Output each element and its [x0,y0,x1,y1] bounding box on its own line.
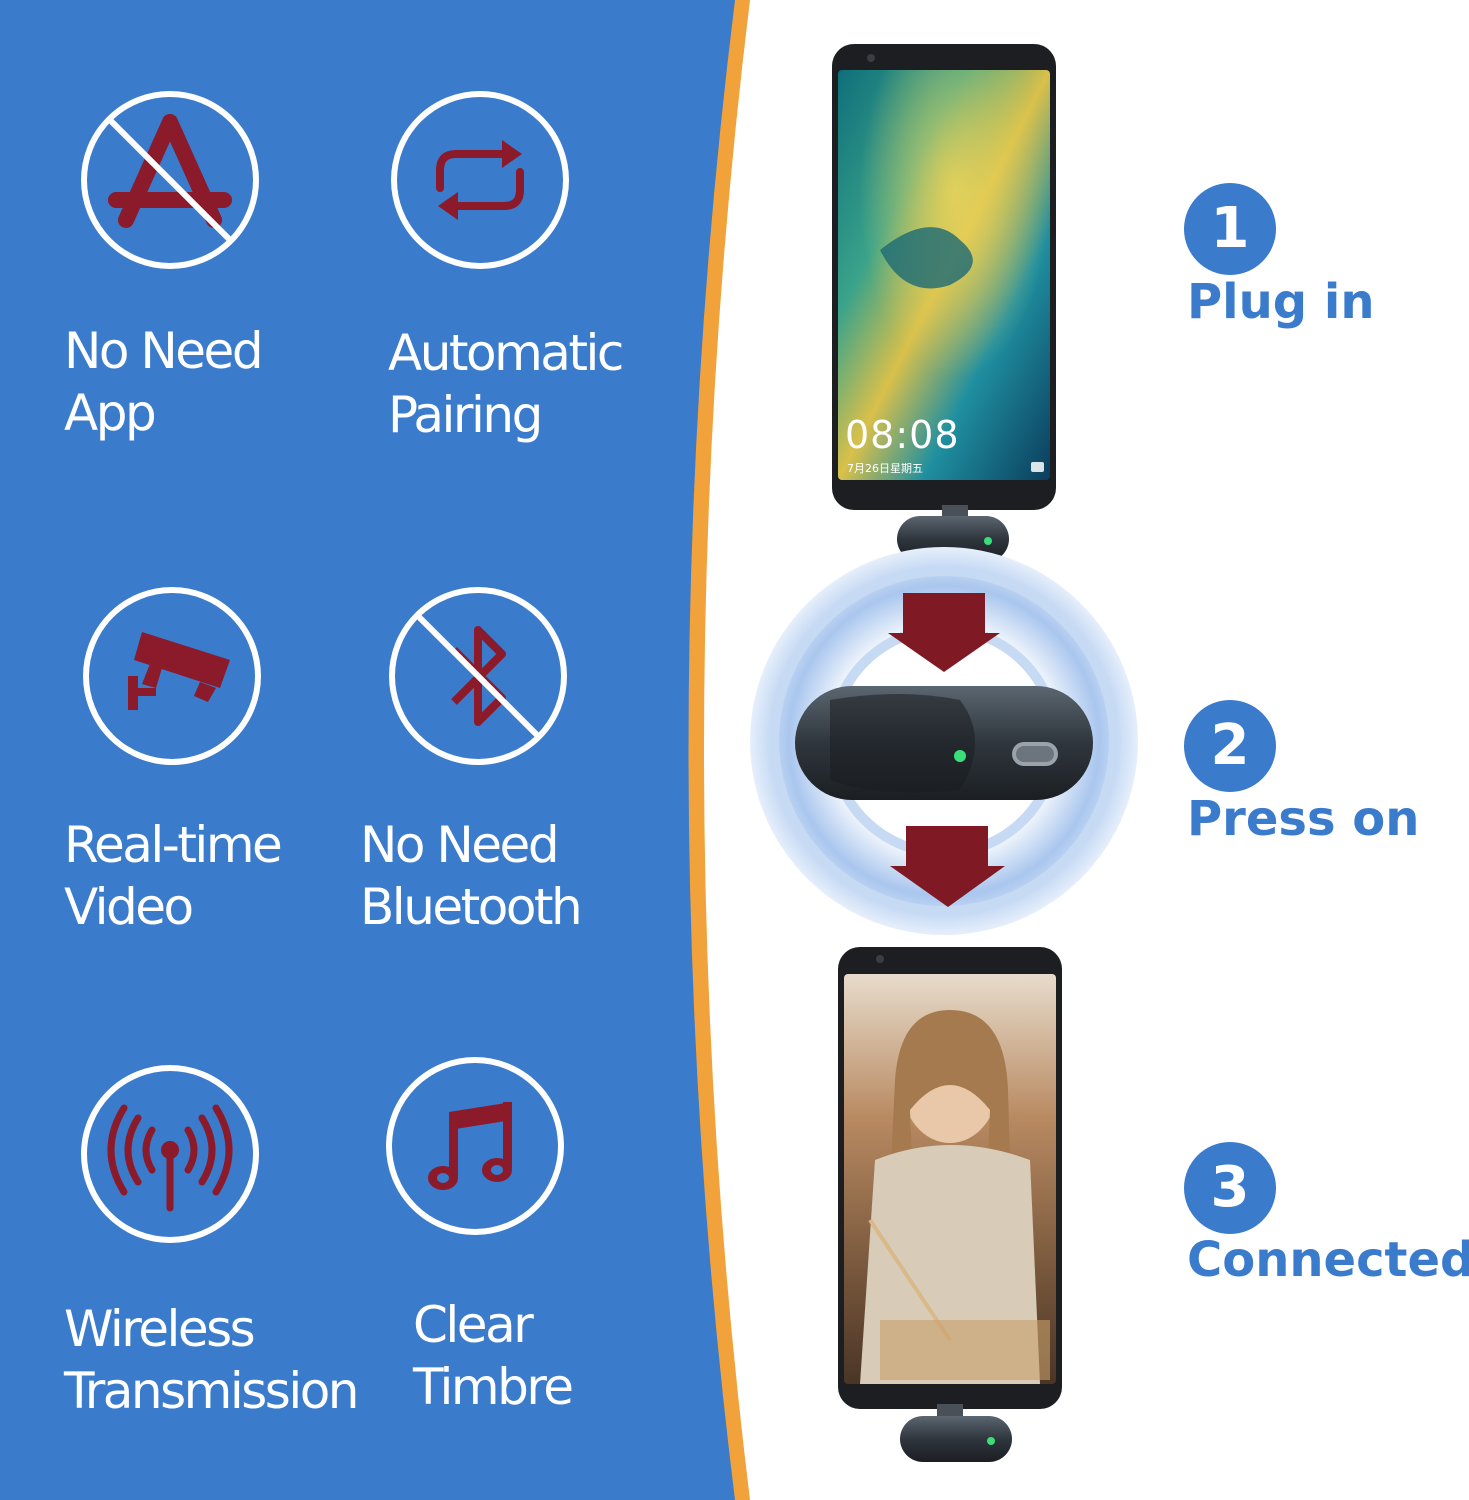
arrow-down-top [888,593,1000,672]
security-camera-icon [83,587,261,765]
press-halo [750,547,1138,935]
feature-label-clear-timbre: Clear Timbre [413,1296,574,1416]
phone-bottom [838,947,1062,1409]
step-2-label: Press on [1187,791,1420,847]
arrow-down-bottom [890,826,1005,907]
feature-label-automatic-pairing: Automatic Pairing [388,324,624,444]
phone-top [832,44,1056,510]
dongle-bottom [900,1404,1012,1462]
no-bluetooth-icon [389,587,567,765]
feature-label-no-need-app: No Need App [64,322,264,442]
music-note-icon [386,1057,564,1235]
auto-repeat-icon [391,91,569,269]
step-1-label: Plug in [1187,274,1375,330]
no-app-store-icon [81,91,259,269]
wireless-antenna-icon [81,1065,259,1243]
step-3-badge: 3 [1184,1142,1276,1234]
step-3-label: Connected [1187,1232,1469,1288]
phone-date: 7月26日星期五 [847,462,923,475]
blue-panel [0,0,735,1500]
phone-clock: 08:08 [845,413,960,457]
feature-label-no-need-bluetooth: No Need Bluetooth [360,816,583,936]
step-1-badge: 1 [1184,183,1276,275]
step-2-badge: 2 [1184,700,1276,792]
feature-label-real-time-video: Real-time Video [64,816,283,936]
feature-label-wireless-transmission: Wireless Transmission [64,1300,360,1420]
